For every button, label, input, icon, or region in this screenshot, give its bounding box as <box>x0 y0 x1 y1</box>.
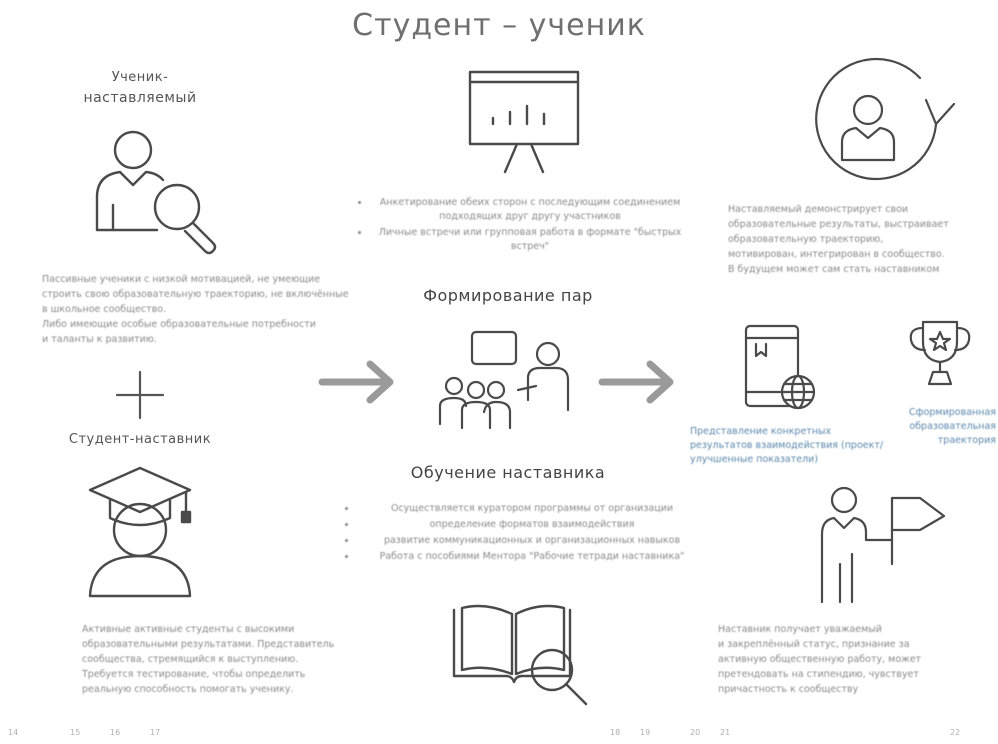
footer-number: 22 <box>950 728 961 737</box>
trajectory-caption: Сформированная образовательная траектори… <box>908 407 996 446</box>
presentation-board-icon <box>468 70 580 174</box>
training-bullet: определение форматов взаимодействия <box>357 518 707 532</box>
mentor-result-line: активную общественную работу, может <box>718 654 922 665</box>
training-bullets: Осуществляется куратором программы от ор… <box>335 502 707 566</box>
mentor-result-line: и закреплённый статус, признание за <box>718 639 910 650</box>
training-bullet: Осуществляется куратором программы от ор… <box>357 502 707 516</box>
tablet-globe-icon <box>744 324 816 410</box>
mentee-result-text: Наставляемый демонстрирует свои образова… <box>728 202 990 277</box>
mentee-result-line: образовательную траекторию, <box>728 234 884 245</box>
footer-number: 16 <box>110 728 121 737</box>
arrow-right-icon <box>598 360 674 404</box>
footer-number: 14 <box>8 728 19 737</box>
plus-icon <box>115 370 165 420</box>
person-flag-icon <box>820 486 946 604</box>
page-title: Студент – ученик <box>352 8 646 43</box>
mentee-heading: Ученик- наставляемый <box>40 68 240 108</box>
pairing-bullet: Анкетирование обеих сторон с последующим… <box>370 196 690 224</box>
mentor-text-line: сообщества, стремящийся к выступлению. <box>82 654 299 665</box>
mentee-result-line: В будущем может сам стать наставником <box>728 264 940 275</box>
mentee-result-line: мотивирован, интегрирован в сообщество. <box>728 249 945 260</box>
pairing-heading: Формирование пар <box>423 286 593 305</box>
results-caption: Представление конкретных результатов вза… <box>690 426 884 465</box>
mentor-result-line: претендовать на стипендию, чувствует <box>718 669 919 680</box>
training-bullet: развитие коммуникационных и организацион… <box>357 534 707 548</box>
group-meeting-icon <box>438 330 570 430</box>
footer-number: 21 <box>720 728 731 737</box>
footer-page-numbers: 14 15 16 17 18 19 20 21 22 <box>0 728 998 742</box>
mentee-text: Пассивные ученики с низкой мотивацией, н… <box>42 272 402 347</box>
mentee-result-line: Наставляемый демонстрирует свои <box>728 204 909 215</box>
footer-number: 15 <box>70 728 81 737</box>
book-search-icon <box>452 604 588 706</box>
mentee-text-line: в школьное сообщество. <box>42 304 167 315</box>
training-heading: Обучение наставника <box>410 463 606 482</box>
person-cycle-icon <box>815 57 956 181</box>
mentee-text-line: и таланты к развитию. <box>42 334 157 345</box>
mentee-text-line: Либо имеющие особые образовательные потр… <box>42 319 316 330</box>
pairing-bullets: Анкетирование обеих сторон с последующим… <box>348 196 690 256</box>
mentor-result-text: Наставник получает уважаемый и закреплён… <box>718 622 983 697</box>
person-search-icon <box>95 130 217 255</box>
mentor-heading: Студент-наставник <box>68 432 212 447</box>
mentor-text: Активные активные студенты с высокими об… <box>82 622 352 697</box>
mentor-text-line: Активные активные студенты с высокими <box>82 624 295 635</box>
footer-number: 19 <box>640 728 651 737</box>
mentee-heading-line2: наставляемый <box>83 90 197 106</box>
mentee-text-line: строить свою образовательную траекторию,… <box>42 289 349 300</box>
mentor-result-line: причастность к сообществу <box>718 684 859 695</box>
footer-number: 17 <box>150 728 161 737</box>
training-bullet: Работа с пособиями Ментора "Рабочие тетр… <box>357 550 707 564</box>
arrow-right-icon <box>318 360 394 404</box>
mentor-text-line: образовательными результатами. Представи… <box>82 639 335 650</box>
trophy-icon <box>909 320 971 386</box>
footer-number: 18 <box>610 728 621 737</box>
mentee-heading-line1: Ученик- <box>111 70 169 85</box>
pairing-bullet: Личные встречи или групповая работа в фо… <box>370 226 690 254</box>
mentor-text-line: Требуется тестирование, чтобы определить <box>82 669 306 680</box>
mentor-result-line: Наставник получает уважаемый <box>718 624 882 635</box>
graduate-icon <box>88 466 192 598</box>
mentee-result-line: образовательные результаты, выстраивает <box>728 219 949 230</box>
footer-number: 20 <box>690 728 701 737</box>
mentor-text-line: реальную способность помогать ученику. <box>82 684 294 695</box>
mentee-text-line: Пассивные ученики с низкой мотивацией, н… <box>42 274 321 285</box>
